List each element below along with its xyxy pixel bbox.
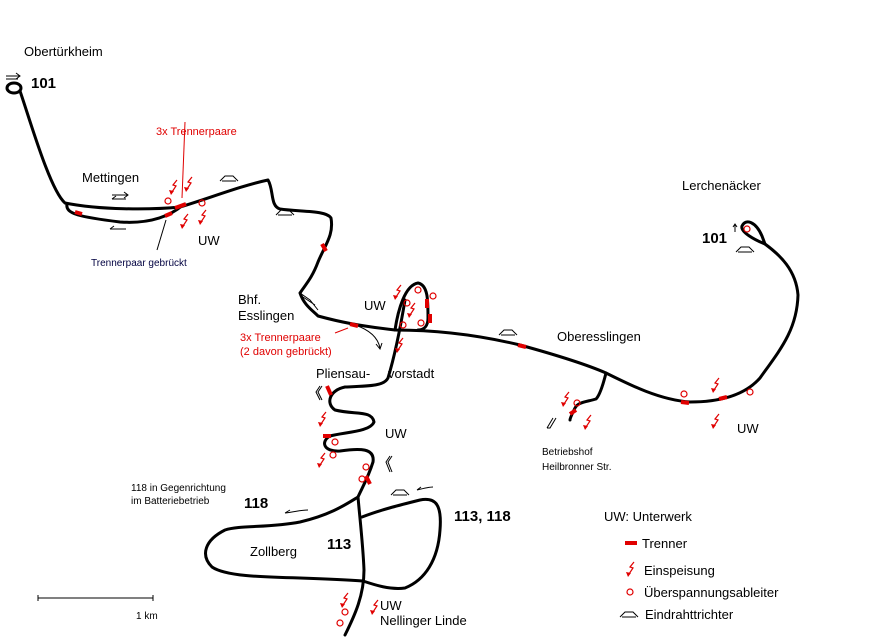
- label-uw-mettingen: UW: [198, 233, 220, 248]
- surge-arrester-marks: [164, 197, 754, 627]
- zollberg-west-loop: [204, 495, 365, 583]
- label-bhf: Bhf.: [238, 292, 261, 307]
- label-mettingen: Mettingen: [82, 170, 139, 185]
- trenner-marks: [74, 202, 728, 485]
- route-113: 113: [327, 536, 351, 553]
- leader-line-gebrueckt: [156, 219, 167, 251]
- leader-line-trenner-bhf: [334, 327, 349, 334]
- pliensauvorstadt-line: [323, 298, 407, 499]
- tram-connector-arrow: [354, 324, 383, 351]
- label-uw-oberesslingen: UW: [737, 421, 759, 436]
- single-wire-funnel-marks: [219, 175, 755, 496]
- legend-arrester-icon: [626, 588, 634, 596]
- label-uw-vorstadt: UW: [385, 426, 407, 441]
- scale-bar: 1 km: [37, 595, 158, 622]
- label-pliensau: Pliensau-: [316, 366, 370, 381]
- obertuerkheim-loop: [5, 81, 23, 95]
- betriebshof-branch: [568, 371, 608, 422]
- pliensau-loop: [393, 281, 430, 332]
- legend-eindrahttrichter: Eindrahttrichter: [645, 607, 734, 622]
- line-101-main: [18, 89, 800, 404]
- label-battery-1: 118 in Gegenrichtung: [131, 483, 226, 494]
- legend-trenner: Trenner: [642, 536, 688, 551]
- route-101-east: 101: [702, 230, 727, 247]
- route-118: 118: [244, 495, 268, 512]
- label-trenner-3x-mettingen: 3x Trennerpaare: [156, 126, 237, 138]
- label-heilbronner-str: Heilbronner Str.: [542, 462, 611, 473]
- label-2-davon-gebrueckt: (2 davon gebrückt): [240, 346, 332, 358]
- label-battery-2: im Batteriebetrieb: [131, 496, 210, 507]
- label-betriebshof: Betriebshof: [542, 447, 593, 458]
- legend-einspeisung: Einspeisung: [644, 563, 715, 578]
- zollberg-east-loop: [360, 497, 442, 590]
- legend-einspeisung-icon: [625, 561, 635, 578]
- bhf-esslingen-siding: [299, 292, 319, 311]
- label-uw-pliensau: UW: [364, 298, 386, 313]
- label-trennerpaar-gebrueckt: Trennerpaar gebrückt: [91, 258, 187, 269]
- route-101-west: 101: [31, 75, 56, 92]
- label-lerchenaecker: Lerchenäcker: [682, 178, 761, 193]
- label-oberesslingen: Oberesslingen: [557, 329, 641, 344]
- label-esslingen: Esslingen: [238, 308, 294, 323]
- label-uw-nellingen: UW: [380, 598, 402, 613]
- scale-label: 1 km: [136, 611, 158, 622]
- label-trenner-3x-bhf: 3x Trennerpaare: [240, 332, 321, 344]
- lerchenaecker-loop: [740, 220, 767, 246]
- legend-ueberspannungsableiter: Überspannungsableiter: [644, 585, 779, 600]
- label-nellinger-linde: Nellinger Linde: [380, 613, 467, 628]
- overhead-line-network: [5, 81, 800, 637]
- label-obertuerkheim: Obertürkheim: [24, 44, 103, 59]
- label-zollberg: Zollberg: [250, 544, 297, 559]
- legend: UW: Unterwerk Trenner Einspeisung Übersp…: [604, 509, 779, 622]
- direction-arrows: [6, 72, 738, 514]
- route-113-118: 113, 118: [454, 508, 511, 525]
- leader-line-trenner-mettingen: [181, 121, 186, 199]
- nellingen-trunk: [343, 495, 366, 637]
- legend-uw: UW: Unterwerk: [604, 509, 692, 524]
- legend-funnel-icon: [619, 611, 639, 618]
- label-vorstadt: vorstadt: [388, 366, 435, 381]
